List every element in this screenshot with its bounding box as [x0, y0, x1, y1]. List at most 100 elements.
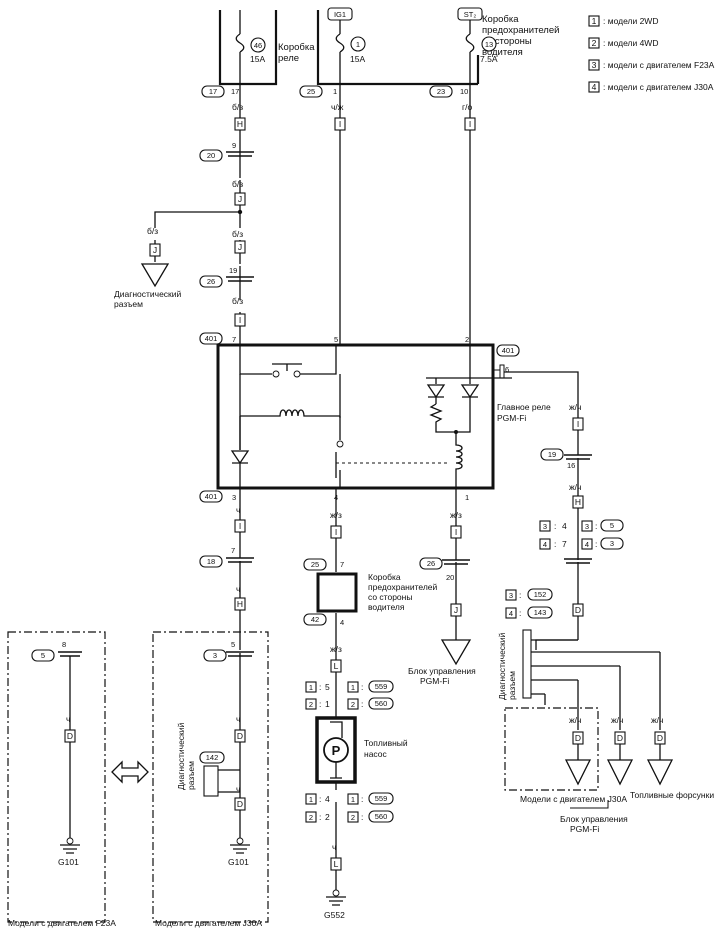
pin-d-ch-1-label: D [237, 731, 243, 741]
ecu-pin-i [450, 525, 462, 539]
ecu-pin-i-label: I [455, 527, 457, 537]
f23a-label: Модели с двигателем F23A [8, 918, 116, 928]
conn-23: 23 [437, 87, 445, 96]
right-j30a-label: Модели с двигателем J30A [520, 794, 627, 804]
right-diag-label-2: разъем [507, 671, 517, 700]
conn-18: 18 [207, 557, 215, 566]
ecu-pin-20: 20 [446, 573, 454, 582]
pump-r4-sep-2: : [361, 812, 363, 822]
pump-wire-zhz-2: ж/з [330, 644, 342, 654]
pump-r3-model-box [305, 793, 317, 805]
pin-7-ch: 7 [231, 546, 235, 555]
relay-conn-401-bottom: 401 [205, 492, 218, 501]
pump-conn-25: 25 [311, 560, 319, 569]
legend-text-1: : модели 2WD [603, 16, 658, 26]
equivalence-arrow-icon [111, 760, 149, 784]
j30-conn-badge [203, 649, 227, 662]
pump-fusebox-label-1: Коробка [368, 572, 401, 582]
pump-r1-conn: 559 [375, 682, 388, 691]
pump-pin-l-label: L [334, 661, 339, 671]
pump-r2-model: 2 [309, 700, 313, 709]
pin-9: 9 [232, 141, 236, 150]
main-relay: 401 401 401 7 5 2 6 3 4 1 Главное реле P… [199, 332, 551, 503]
pump-r4-model-2: 2 [351, 813, 355, 822]
opt-b-model-box-2 [581, 538, 593, 550]
pump-fusebox-label-2: предохранителей [368, 582, 438, 592]
opt-b-conn: 3 [610, 539, 614, 548]
c143-model-box [505, 607, 517, 619]
pump-pin-i [330, 525, 342, 539]
opt-a-conn: 5 [610, 521, 614, 530]
pump-r2-pin: 1 [325, 699, 330, 709]
pin-h-zhch-label: H [575, 497, 581, 507]
pin-d-ch-2-label: D [237, 799, 243, 809]
left-diag-label-1: Диагностический [176, 722, 186, 790]
pin-j-1-label: J [238, 194, 242, 204]
conn-26: 26 [207, 277, 215, 286]
diag-label-2: разъем [114, 299, 143, 309]
ecu-pin-j-label: J [454, 605, 458, 615]
c143: 143 [534, 608, 547, 617]
pump-conn-42: 42 [311, 615, 319, 624]
pin-i-ch-label: I [239, 521, 241, 531]
wire-bz-3: б/з [232, 229, 243, 239]
legend-num-4: 4 [592, 82, 597, 92]
fuel-pump-label-1: Топливный [364, 738, 408, 748]
wire-ch-4: ч [236, 784, 240, 794]
main-relay-box [216, 343, 495, 490]
opt-a-sep: : [554, 521, 556, 531]
fuel-pump-letter: P [332, 743, 341, 758]
injector-1-triangle [564, 744, 592, 786]
fuse-1-badge [350, 36, 366, 52]
pump-r3-sep: : [319, 794, 321, 804]
legend-box-1 [588, 15, 600, 27]
opt-a-model-box [539, 520, 551, 532]
relay-diode-3-icon [460, 378, 480, 399]
relay-coil-2-icon [455, 432, 463, 488]
pump-pin-l [330, 659, 342, 673]
legend-num-2: 2 [592, 38, 597, 48]
legend: 1 : модели 2WD 2 : модели 4WD 3 : модели… [588, 15, 715, 93]
relay-conn-401-top-badge [199, 332, 223, 345]
ecu-triangle [440, 639, 472, 666]
conn-19: 19 [548, 450, 556, 459]
pin-j-branch-label: J [153, 245, 157, 255]
pump-r3-conn: 559 [375, 794, 388, 803]
pump-r2-model-box-2 [347, 698, 359, 710]
wire-chzh: ч/ж [331, 102, 344, 112]
pin-i-zhch-label: I [577, 419, 579, 429]
left-chain: б/з H 20 9 б/з J б/з J Диагностический р… [114, 84, 254, 345]
pump-r1-model: 1 [309, 683, 313, 692]
pump-pin-i-label: I [335, 527, 337, 537]
diag-connector-block [522, 629, 532, 699]
relay-label-2: PGM-Fi [497, 413, 526, 423]
opt-b-model: 4 [543, 540, 547, 549]
pin-d-inj-3-label: D [657, 733, 663, 743]
relay-pin-5: 5 [334, 335, 338, 344]
pump-r2-sep-2: : [361, 699, 363, 709]
conn-20: 20 [207, 151, 215, 160]
pump-chain: ж/з I 25 7 Коробка предохранителей со ст… [303, 488, 438, 920]
pump-conn-25-badge [303, 558, 327, 571]
pin-j-branch [149, 243, 161, 257]
fuse-box-label-1: Коробка [482, 14, 519, 25]
legend-num-1: 1 [592, 16, 597, 26]
c143-model: 4 [509, 609, 513, 618]
pin-19: 19 [229, 266, 237, 275]
f23-conn: 5 [41, 651, 45, 660]
pump-pin-l-2-label: L [334, 859, 339, 869]
f23a-box [7, 631, 106, 923]
legend-text-2: : модели 4WD [603, 38, 658, 48]
fuse-13-icon [465, 33, 475, 53]
conn-26-badge [199, 275, 223, 288]
f23-wire-ch: ч [66, 714, 70, 724]
c152-sep: : [519, 590, 521, 600]
relay-conn-401-top: 401 [205, 334, 218, 343]
ecu-label-2: PGM-Fi [420, 676, 449, 686]
pump-r4-conn-badge [368, 810, 394, 823]
pin-h-1-label: H [237, 119, 243, 129]
c152-model-box [505, 589, 517, 601]
fuse-box-label-2: предохранителей [482, 25, 559, 36]
pump-r4-conn: 560 [375, 812, 388, 821]
legend-box-3 [588, 59, 600, 71]
